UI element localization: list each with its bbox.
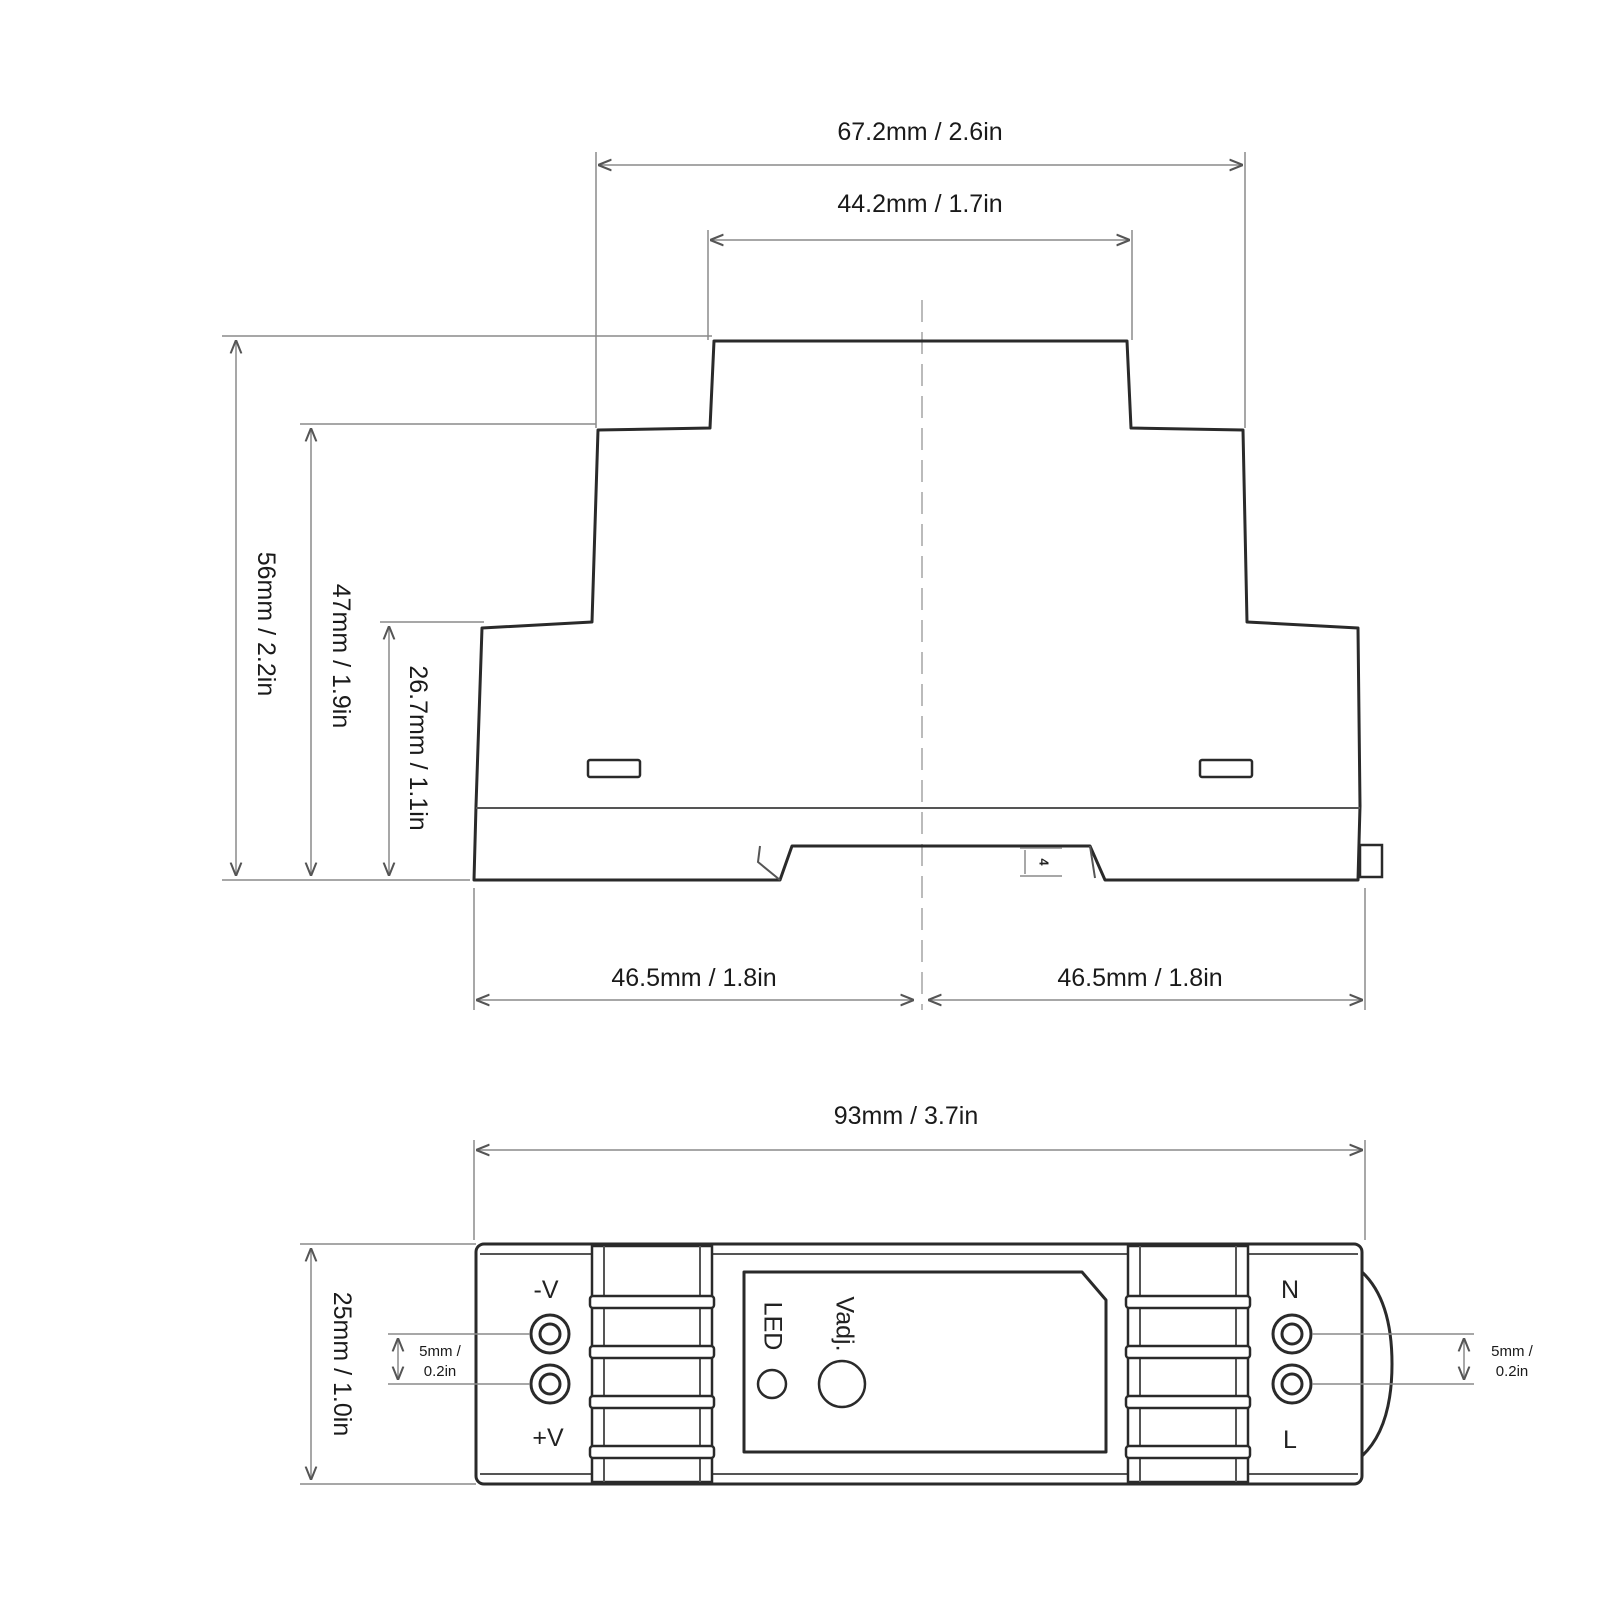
fins-right — [1124, 1294, 1252, 1460]
label-n: N — [1281, 1276, 1299, 1304]
pitch-left-line2: 0.2in — [424, 1363, 457, 1380]
dim-width: 25mm / 1.0in — [328, 1292, 356, 1437]
top-view: 93mm / 3.7in 25mm / 1.0in — [300, 1102, 1534, 1486]
label-panel — [742, 1270, 1108, 1454]
label-plus-v: +V — [532, 1424, 564, 1452]
vadj-potentiometer-icon — [817, 1359, 867, 1409]
led-indicator-icon — [756, 1368, 788, 1400]
dim-top-overall: 67.2mm / 2.6in — [837, 118, 1002, 146]
dim-top-inner: 44.2mm / 1.7in — [837, 190, 1002, 218]
rail-clip-right — [1089, 845, 1096, 879]
latch-tab — [1358, 843, 1384, 879]
rail-marker-label: 4 — [1037, 858, 1052, 866]
dim-half-left: 46.5mm / 1.8in — [611, 964, 776, 992]
dim-length: 93mm / 3.7in — [834, 1102, 979, 1130]
housing-outline — [472, 339, 1362, 882]
pitch-left-line1: 5mm / — [419, 1343, 462, 1360]
top-end-cap — [1360, 1270, 1394, 1458]
terminal-screw-minus-v-icon — [529, 1313, 571, 1355]
rail-clip-left — [756, 845, 781, 881]
terminal-screw-n-icon — [1271, 1313, 1313, 1355]
dim-height-mid: 47mm / 1.9in — [327, 584, 355, 729]
dim-height-total: 56mm / 2.2in — [252, 552, 280, 697]
fins-left — [588, 1294, 716, 1460]
front-view: 4 67.2mm / 2.6in 44.2mm / 1.7in 56mm / 2… — [222, 118, 1384, 1010]
label-vadj: Vadj. — [830, 1296, 858, 1351]
slot-left — [586, 758, 642, 779]
dim-half-right: 46.5mm / 1.8in — [1057, 964, 1222, 992]
terminal-screw-l-icon — [1271, 1363, 1313, 1405]
fin-block-left — [590, 1244, 714, 1484]
slot-right — [1198, 758, 1254, 779]
label-l: L — [1283, 1426, 1297, 1454]
pitch-right-line2: 0.2in — [1496, 1363, 1529, 1380]
terminal-screw-plus-v-icon — [529, 1363, 571, 1405]
fin-block-right — [1126, 1244, 1250, 1484]
label-led: LED — [758, 1302, 786, 1351]
label-minus-v: -V — [534, 1276, 559, 1304]
dim-height-base: 26.7mm / 1.1in — [404, 665, 432, 830]
pitch-right-line1: 5mm / — [1491, 1343, 1534, 1360]
